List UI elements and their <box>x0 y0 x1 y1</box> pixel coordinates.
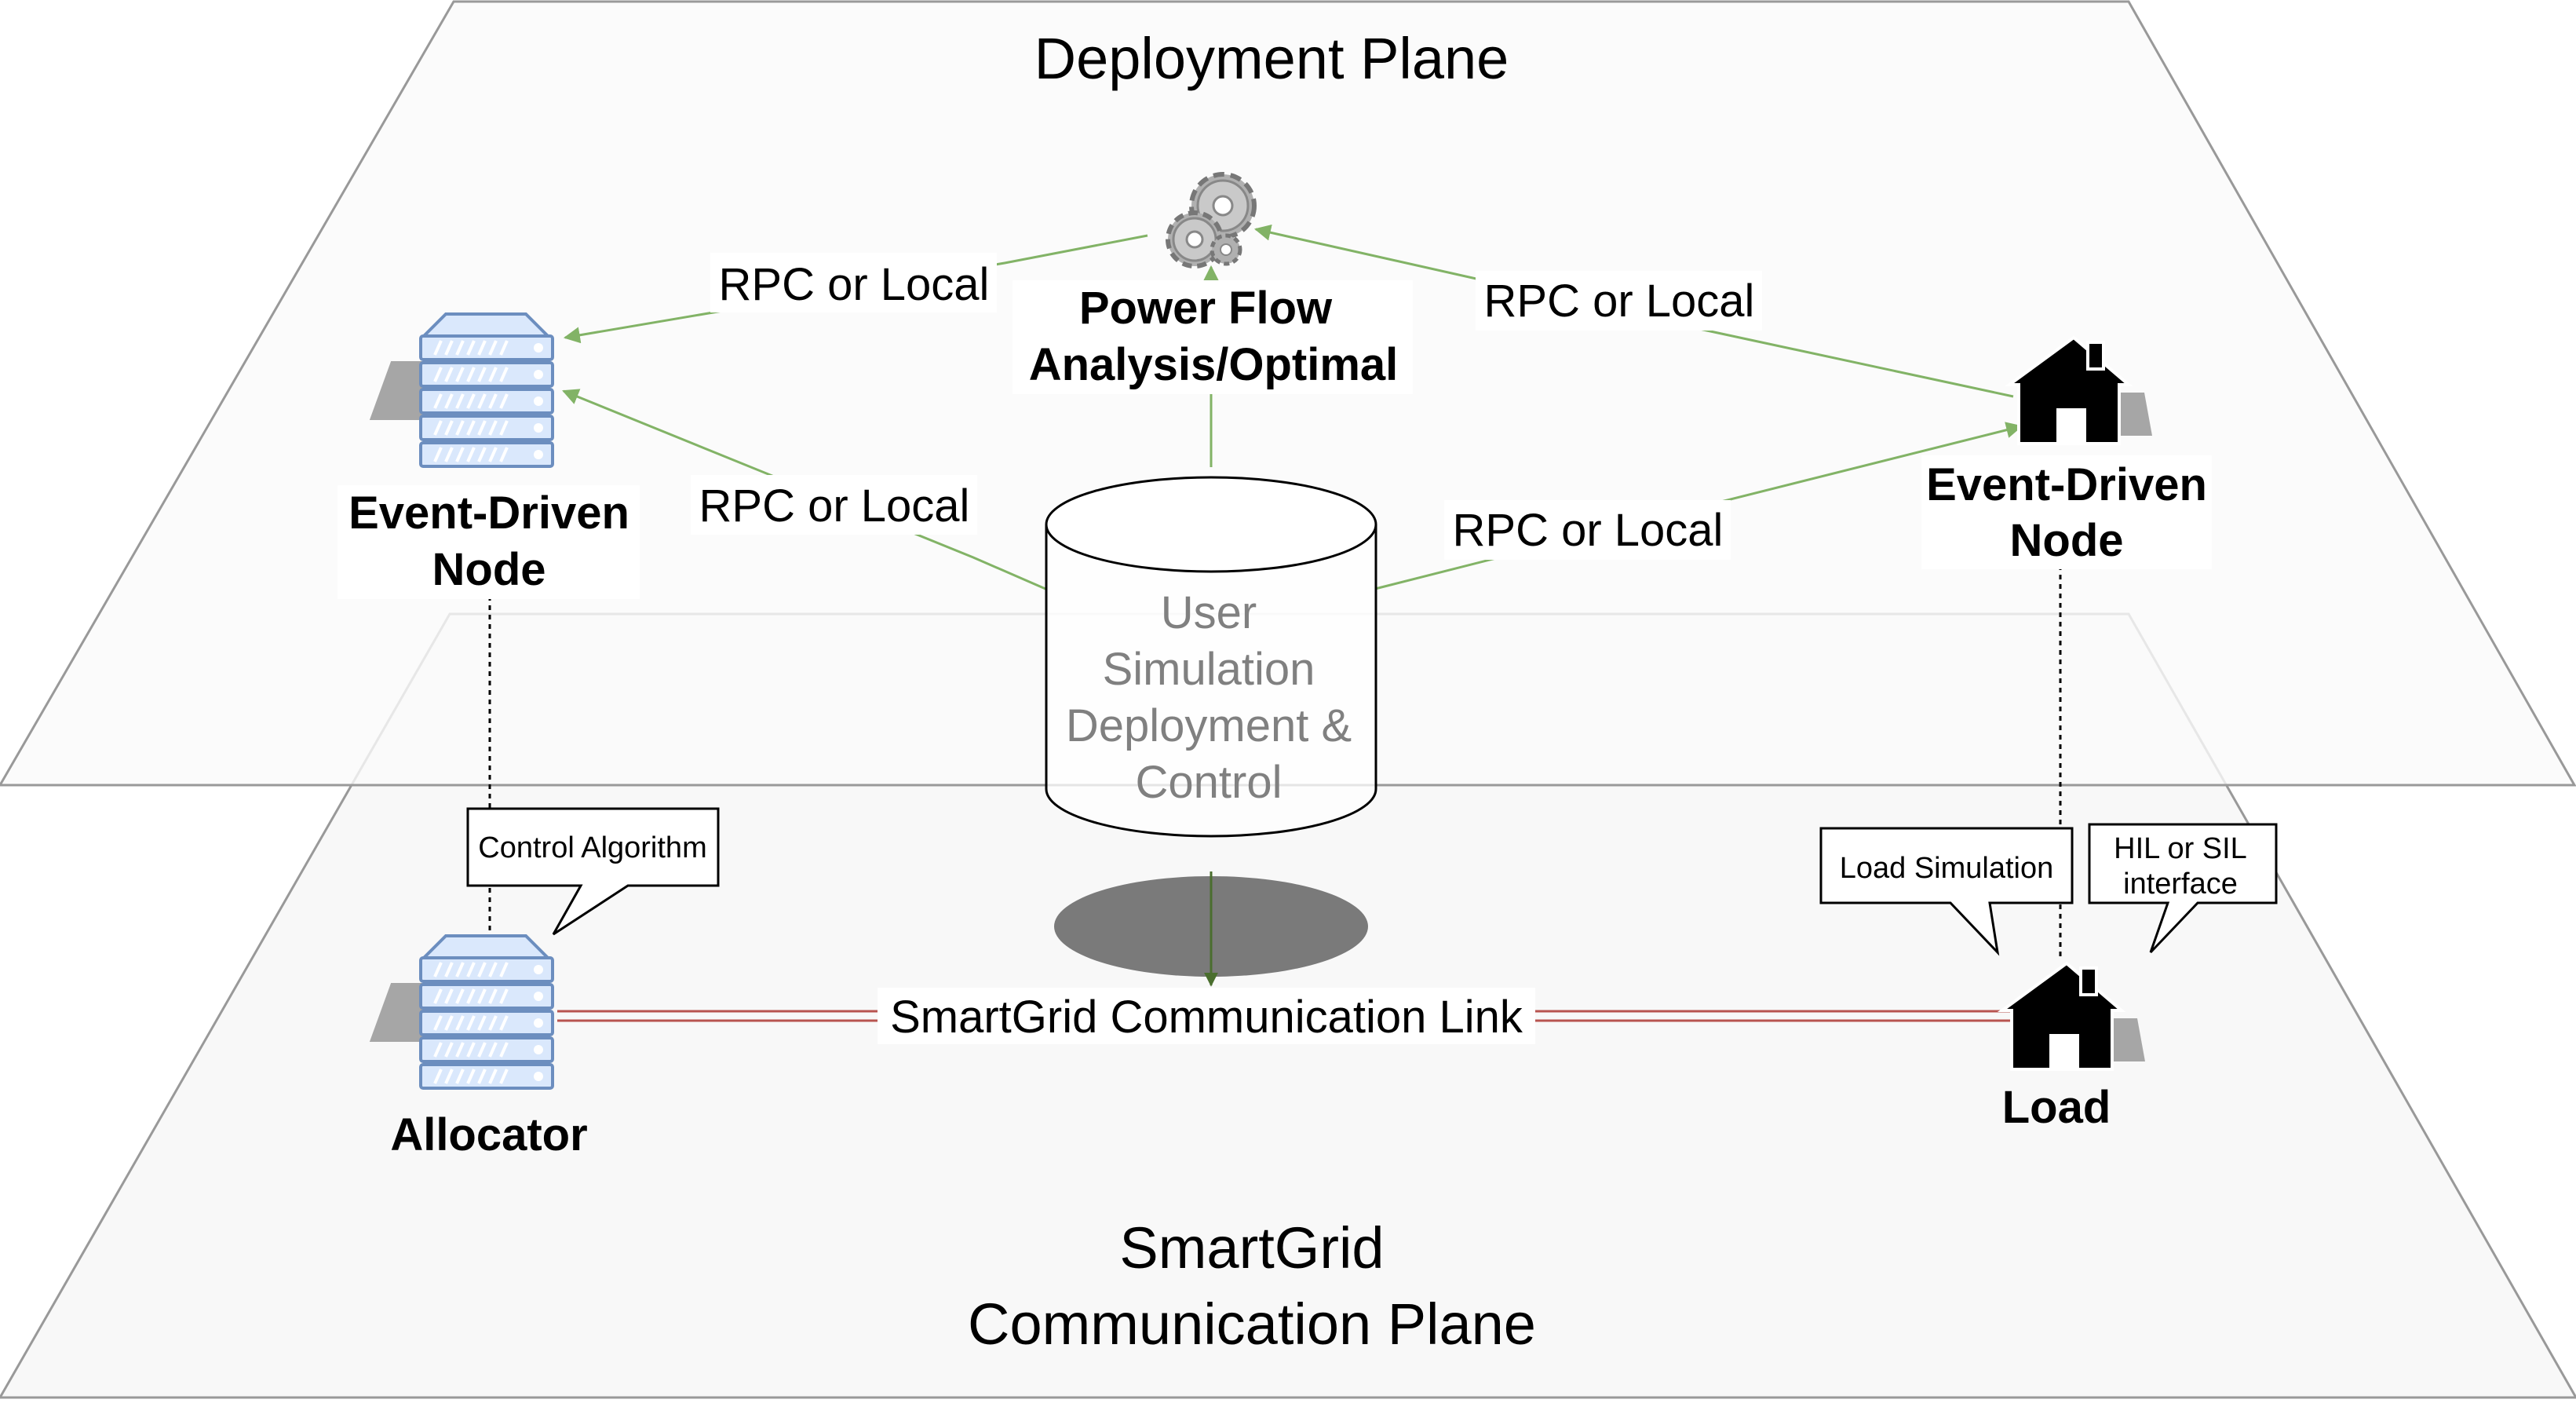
power-flow-label-line1: Power Flow <box>1079 283 1333 334</box>
database-label-line2: Simulation <box>1103 644 1315 695</box>
database-label-line3: Deployment & <box>1066 700 1352 751</box>
left-node-label-line1: Event-Driven <box>348 488 629 539</box>
callout-hil-text-line1: HIL or SIL <box>2114 832 2247 865</box>
deployment-plane-title: Deployment Plane <box>1034 26 1509 91</box>
left-node-label-line2: Node <box>432 544 546 595</box>
communication-plane-title-line2: Communication Plane <box>968 1292 1536 1357</box>
gears-icon <box>1166 172 1257 269</box>
power-flow-label-line2: Analysis/Optimal <box>1029 339 1399 390</box>
callout-control-algorithm-text: Control Algorithm <box>478 831 706 864</box>
callout-hil-interface <box>2088 823 2278 954</box>
arrow-pf-left <box>563 234 1148 344</box>
arrow-db-left <box>562 389 1046 590</box>
smartgrid-link-label: SmartGrid Communication Link <box>890 992 1523 1043</box>
rpc-label-mid-left: RPC or Local <box>699 480 970 532</box>
communication-plane-title-line1: SmartGrid <box>1119 1215 1384 1281</box>
rpc-label-top-right: RPC or Local <box>1484 276 1755 327</box>
rpc-label-top-left: RPC or Local <box>719 259 990 310</box>
database-cylinder <box>1045 476 1377 977</box>
callout-load-simulation-text: Load Simulation <box>1840 852 2054 885</box>
rpc-label-mid-right: RPC or Local <box>1453 505 1724 556</box>
allocator-label: Allocator <box>390 1109 587 1160</box>
callout-load-simulation <box>1819 827 2074 956</box>
database-label-line1: User <box>1161 587 1257 638</box>
callout-control-algorithm <box>466 807 720 936</box>
right-node-label-line2: Node <box>2010 515 2124 566</box>
right-node-label-line1: Event-Driven <box>1926 459 2207 510</box>
callout-hil-text-line2: interface <box>2123 868 2238 901</box>
database-label-line4: Control <box>1136 757 1283 808</box>
load-label: Load <box>2002 1082 2111 1133</box>
